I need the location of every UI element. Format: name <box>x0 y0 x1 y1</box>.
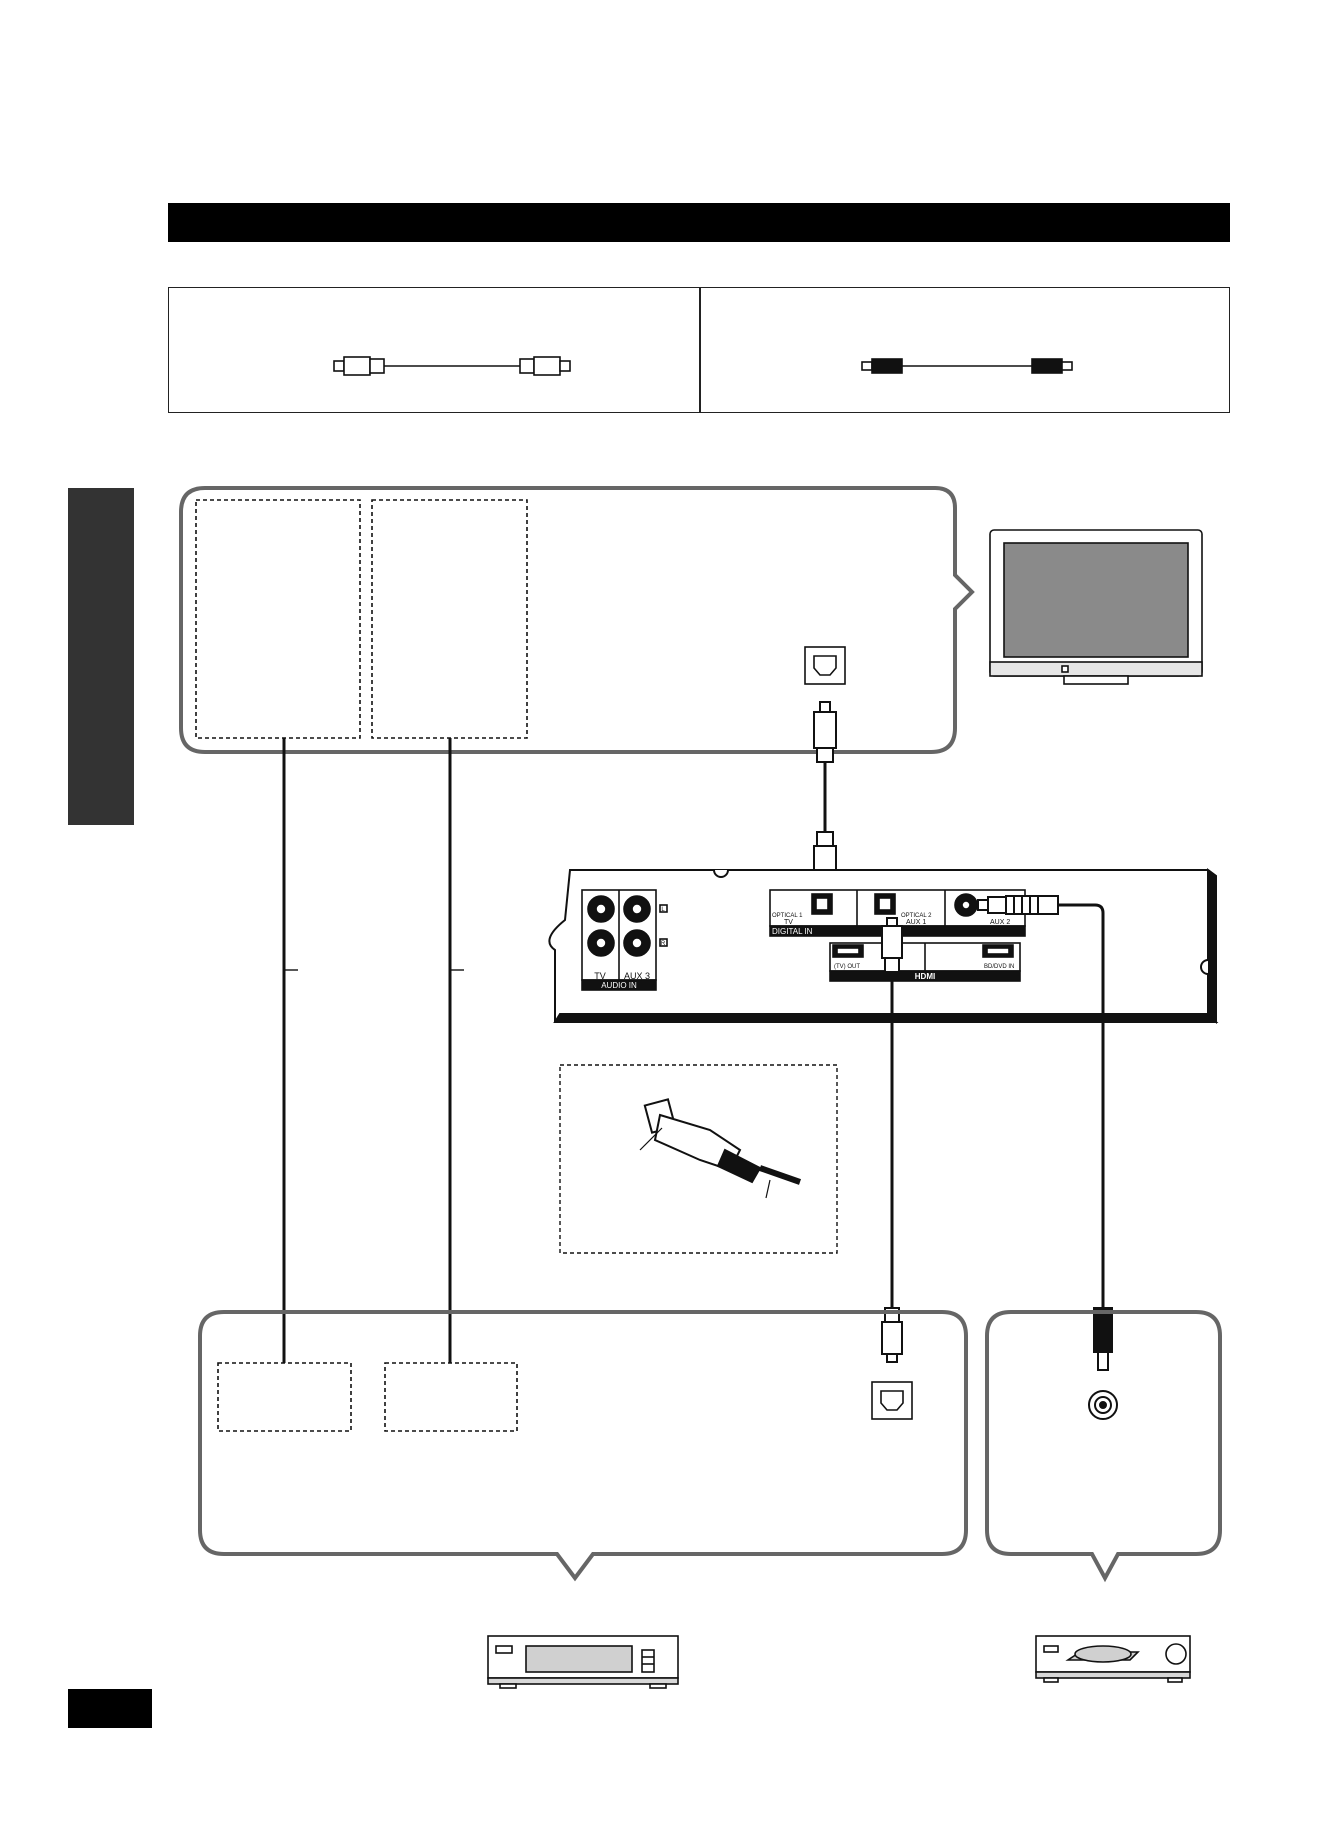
audio-aux3-label: AUX 3 <box>624 971 650 981</box>
coaxial-port-icon <box>1088 1390 1118 1420</box>
tv-icon <box>989 529 1203 685</box>
digital-in-label: DIGITAL IN <box>772 927 813 936</box>
tv-callout-panel <box>179 486 975 754</box>
set-top-box-dashed-box-2 <box>384 1362 518 1432</box>
optical-cable-tv <box>813 701 837 893</box>
plug-detail-inset <box>559 1064 838 1254</box>
optical1-label: OPTICAL 1 <box>772 913 803 919</box>
cable-table-divider <box>699 288 701 412</box>
set-top-box-callout-panel <box>198 1310 968 1582</box>
set-top-box-dashed-box-1 <box>217 1362 352 1432</box>
cd-player-callout-panel <box>985 1310 1222 1583</box>
tv-callout-dashed-box-1 <box>195 499 361 739</box>
audio-r-label: R <box>661 941 666 947</box>
coaxial-cable-aux2 <box>977 895 1113 1371</box>
optical1-sub-label: TV <box>784 919 793 926</box>
hdmi-logo: HDMI <box>915 972 935 981</box>
optical-cable-aux1 <box>881 917 903 1363</box>
coaxial-cable-icon <box>861 358 1073 374</box>
audio-in-label: AUDIO IN <box>601 981 637 990</box>
cable-table <box>168 287 1230 413</box>
tv-callout-dashed-box-2 <box>371 499 528 739</box>
optical-cable-icon <box>333 356 571 376</box>
optical-plug-detail-icon <box>639 1098 801 1199</box>
audio-tv-label: TV <box>594 971 606 981</box>
section-title-bar <box>168 203 1230 242</box>
optical-port-icon <box>804 646 846 685</box>
set-top-box-icon <box>487 1635 679 1689</box>
optical-port-icon <box>871 1381 913 1420</box>
aux2-label: AUX 2 <box>990 919 1010 926</box>
side-chapter-tab <box>68 488 134 825</box>
optical2-sub-label: AUX 1 <box>906 919 926 926</box>
cd-player-icon <box>1035 1635 1191 1683</box>
audio-in-panel <box>581 889 668 991</box>
optical2-label: OPTICAL 2 <box>901 913 932 919</box>
hdmi-panel <box>829 942 1021 982</box>
hdmi-out-label: (TV) OUT <box>834 964 860 970</box>
audio-l-label: L <box>661 907 665 913</box>
page-number-tab <box>68 1689 152 1728</box>
hdmi-in-label: BD/DVD IN <box>984 964 1014 970</box>
